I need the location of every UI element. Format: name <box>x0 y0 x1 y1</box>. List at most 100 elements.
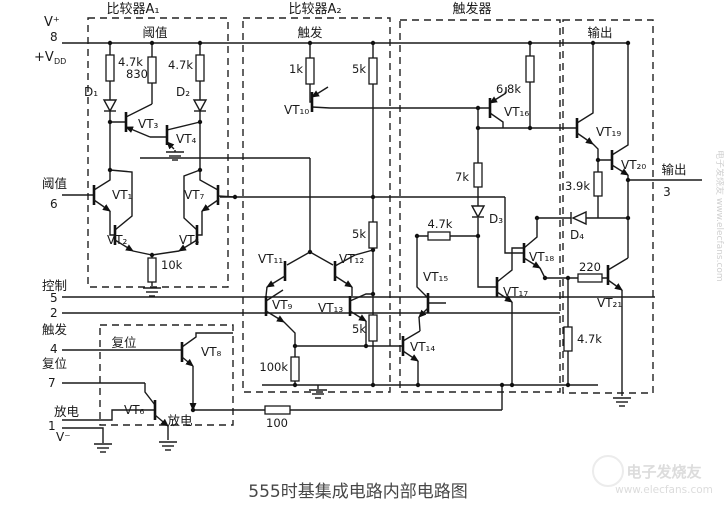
junction-dot <box>292 343 298 349</box>
label-r-830: 830 <box>126 67 148 81</box>
box-reset-discharge <box>99 324 234 426</box>
label-v-plus: V⁺ <box>44 15 60 30</box>
label-r-7k: 7k <box>455 170 469 184</box>
junction-dot <box>197 167 203 173</box>
watermark-brand: 电子发烧友 <box>626 463 701 481</box>
label-vt1: VT₁ <box>112 188 133 202</box>
junction-dot <box>107 40 113 46</box>
junction-dot <box>370 291 376 297</box>
ground-icon <box>143 287 161 297</box>
label-pin-7: 7 <box>48 376 56 390</box>
caption-text: 555时基集成电路内部电路图 <box>248 482 467 502</box>
label-vt6: VT₆ <box>124 403 145 417</box>
label-r-4k7-r: 4.7k <box>577 332 602 346</box>
junction-dot <box>370 194 376 200</box>
label-vt17: VT₁₇ <box>503 285 528 299</box>
junction-dot <box>625 40 631 46</box>
box-comparator-a2 <box>242 17 391 393</box>
junction-dot <box>499 382 505 388</box>
junction-dot <box>107 167 113 173</box>
junction-dot <box>307 40 313 46</box>
label-r-5k-mid: 5k <box>352 227 366 241</box>
watermark-side: 电子发烧友 www.elecfans.com <box>714 150 724 282</box>
pnp-emitters <box>125 86 507 150</box>
label-vdd: +V <box>34 50 54 65</box>
junction-dot <box>414 233 420 239</box>
resistor-4k7-a <box>105 54 115 82</box>
label-output-top: 输出 <box>587 25 612 40</box>
label-r-4k7-h: 4.7k <box>428 217 453 231</box>
label-r-4k7-a: 4.7k <box>118 55 143 69</box>
junction-dot <box>149 252 155 258</box>
label-pin-6: 6 <box>50 197 58 211</box>
resistor-4k7-h <box>427 231 451 241</box>
resistor-5k-top <box>368 57 378 85</box>
label-vt18: VT₁₈ <box>529 250 554 264</box>
label-d2: D₂ <box>176 85 190 99</box>
junction-dot <box>292 382 298 388</box>
resistors <box>105 54 603 415</box>
junction-dot <box>534 215 540 221</box>
junction-dot <box>415 382 421 388</box>
label-vt19: VT₁₉ <box>596 125 621 139</box>
label-d1: D₁ <box>84 85 98 99</box>
junction-dot <box>475 125 481 131</box>
label-trigger-left: 触发 <box>42 322 68 337</box>
resistor-5k-mid <box>368 221 378 249</box>
wires-flipflop-output <box>477 43 702 396</box>
watermark: 电子发烧友 www.elecfans.com 电子发烧友 www.elecfan… <box>592 150 724 496</box>
junction-dot <box>542 275 548 281</box>
ground-symbols <box>94 151 631 453</box>
label-vt4: VT₄ <box>176 132 197 146</box>
label-threshold-left: 阈值 <box>42 176 67 191</box>
label-vt7: VT₇ <box>184 188 205 202</box>
resistor-100k <box>290 356 300 382</box>
transistor-base-bars <box>92 92 614 420</box>
junction-dots <box>107 40 631 413</box>
junction-dot <box>565 382 571 388</box>
label-pin-4: 4 <box>50 342 58 356</box>
resistor-10k <box>147 257 157 283</box>
resistor-7k <box>473 162 483 188</box>
watermark-logo-icon <box>592 455 624 487</box>
label-output-right: 输出 <box>661 162 686 177</box>
ground-icon <box>94 443 112 453</box>
label-vt10: VT₁₀ <box>284 103 309 117</box>
junction-dot <box>149 40 155 46</box>
resistor-100 <box>264 405 291 415</box>
watermark-url: www.elecfans.com <box>615 484 713 496</box>
ground-icon <box>309 389 327 399</box>
box-flipflop <box>399 19 561 393</box>
diode-d2 <box>192 99 208 113</box>
label-vt15: VT₁₅ <box>423 270 448 284</box>
label-vt16: VT₁₆ <box>504 105 529 119</box>
wires-comparator-a2 <box>144 43 598 440</box>
junction-dot <box>370 247 376 253</box>
label-r-6k8: 6.8k <box>496 82 521 96</box>
resistor-3k9 <box>593 171 603 197</box>
junction-dot <box>595 157 601 163</box>
label-threshold-top: 阈值 <box>142 25 167 40</box>
label-r-220: 220 <box>579 260 601 274</box>
label-r-3k9: 3.9k <box>565 179 590 193</box>
label-pin-5: 5 <box>50 291 58 305</box>
resistor-830 <box>147 56 157 84</box>
junction-dot <box>565 275 571 281</box>
label-reset-left: 复位 <box>42 356 67 371</box>
label-vt12: VT₁₂ <box>339 252 364 266</box>
label-vt9: VT₉ <box>272 298 293 312</box>
npn-emitters <box>93 132 629 427</box>
wires-comparator-a1 <box>93 43 311 286</box>
ground-icon <box>166 151 184 161</box>
junction-dot <box>370 382 376 388</box>
junction-dot <box>107 119 113 125</box>
label-section-comparator-a1: 比较器A₁ <box>106 2 159 17</box>
ground-icon <box>613 397 631 407</box>
label-r-5k-top: 5k <box>352 62 366 76</box>
wires-rails-pins <box>62 42 655 443</box>
junction-dot <box>363 343 369 349</box>
label-section-comparator-a2: 比较器A₂ <box>288 2 341 17</box>
label-vt2: VT₂ <box>107 233 128 247</box>
